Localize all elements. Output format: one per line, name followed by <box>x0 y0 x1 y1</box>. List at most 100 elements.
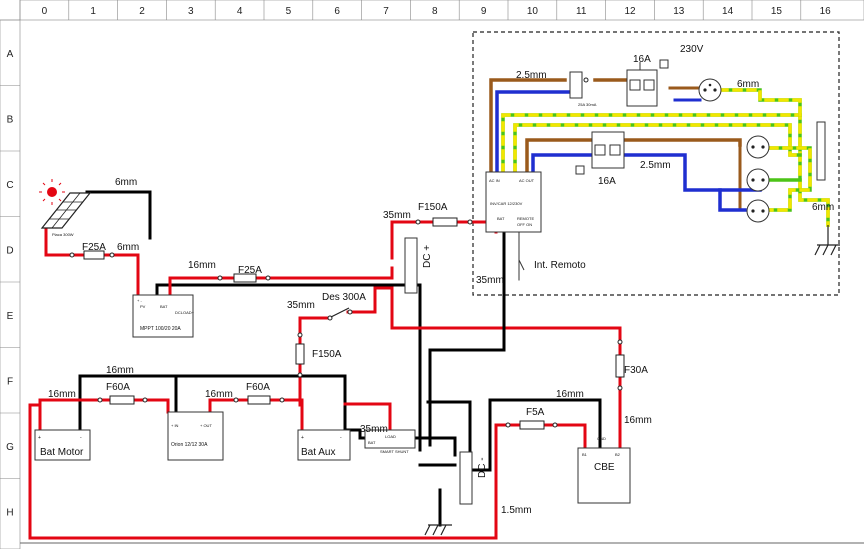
inverter-charger: AC IN AC OUT INV/CAR 12/230V BAT REMOTE … <box>485 171 542 233</box>
fuse-f60a-orion <box>233 395 285 405</box>
breaker-16a-top[interactable] <box>626 59 669 107</box>
row-label: C <box>6 180 13 191</box>
column-label: 9 <box>481 6 487 17</box>
cbe-label: CBE <box>594 462 615 473</box>
ground-symbol-ac <box>814 225 840 256</box>
svg-text:BAT: BAT <box>368 440 376 445</box>
solar-panel: Placa 300W <box>40 192 92 237</box>
ground-symbol-dc <box>424 524 452 536</box>
row-label: F <box>7 376 13 387</box>
svg-text:+ OUT: + OUT <box>200 423 212 428</box>
label-230v: 230V <box>680 44 704 55</box>
earth-busbar <box>816 121 826 181</box>
label-orion-16mm: 16mm <box>205 389 233 400</box>
breaker-16a-bottom[interactable] <box>575 131 625 175</box>
column-label: 8 <box>432 6 438 17</box>
column-ruler <box>19 0 864 21</box>
label-inv-35mm: 35mm <box>383 210 411 221</box>
bat-motor-label: Bat Motor <box>40 447 84 458</box>
wire-phase-out <box>525 138 592 174</box>
label-motor-16mm: 16mm <box>48 389 76 400</box>
wire-solar-negative <box>85 190 152 240</box>
label-f150a-vertical: F150A <box>312 349 342 360</box>
column-label: 11 <box>576 6 587 17</box>
label-cbe-16mm: 16mm <box>556 389 584 400</box>
svg-text:DCLOAD+: DCLOAD+ <box>175 310 195 315</box>
label-ac-2-5mm-a: 2.5mm <box>516 70 547 81</box>
column-label: 3 <box>188 6 194 17</box>
fuse-f150a-inverter <box>415 217 473 227</box>
socket-3 <box>746 199 770 223</box>
wire-cbe-negative <box>468 398 602 472</box>
wire-earth <box>501 88 830 227</box>
disconnect-switch-300a[interactable] <box>327 307 353 321</box>
label-int-remoto: Int. Remoto <box>534 260 586 271</box>
fuse-f25a-solar <box>69 250 115 260</box>
fuse-f150a-vertical <box>295 332 305 378</box>
socket-1 <box>746 135 770 159</box>
wire-dc-minus-a <box>426 400 472 452</box>
wire-mppt-positive <box>168 266 394 297</box>
bat-aux-label: Bat Aux <box>301 447 335 458</box>
svg-text:GND: GND <box>597 436 606 441</box>
wire-switch-positive <box>346 286 394 314</box>
sun-icon <box>39 179 65 205</box>
wire-motor-positive <box>38 398 170 432</box>
battery-aux: + - Bat Aux <box>297 429 351 461</box>
wire-neutral-out <box>531 153 592 174</box>
wire-aux-negative <box>343 423 370 440</box>
fuse-f5a <box>505 420 558 430</box>
label-f25a-mppt: F25A <box>238 265 262 276</box>
label-mppt-16mm: 16mm <box>188 260 216 271</box>
svg-text:+: + <box>301 435 304 441</box>
label-ac-6mm: 6mm <box>737 79 759 90</box>
label-f25a-solar: F25A <box>82 242 106 253</box>
column-label: 12 <box>624 6 636 17</box>
svg-text:-: - <box>80 435 82 441</box>
socket-2 <box>746 168 770 192</box>
label-f30a-16mm: 16mm <box>624 415 652 426</box>
column-label: 10 <box>527 6 539 17</box>
solar-panel-label: Placa 300W <box>52 232 74 237</box>
fuse-f60a-motor <box>97 395 148 405</box>
column-label: 4 <box>237 6 243 17</box>
shunt-title: SMART SHUNT <box>380 449 409 454</box>
remote-switch[interactable] <box>518 259 525 271</box>
label-f60a-motor: F60A <box>106 382 130 393</box>
svg-text:B2: B2 <box>615 452 621 457</box>
wire-neutral-in <box>495 90 572 174</box>
dc-plus-busbar: DC + <box>404 237 433 294</box>
label-solar-6mm: 6mm <box>115 177 137 188</box>
label-cbe-1-5mm: 1.5mm <box>501 505 532 516</box>
svg-text:LOAD: LOAD <box>385 434 396 439</box>
mppt-controller: + - PV BAT DCLOAD+ MPPT 100/20 20A <box>132 294 195 338</box>
wire-cbe-positive-loop <box>28 403 587 540</box>
row-label: G <box>6 442 14 453</box>
label-bus-16mm: 16mm <box>106 365 134 376</box>
ac-enclosure <box>472 31 840 296</box>
battery-motor: + - Bat Motor <box>34 429 91 461</box>
column-label: 0 <box>42 6 48 17</box>
label-aux-35mm: 35mm <box>360 424 388 435</box>
column-label: 1 <box>90 6 96 17</box>
svg-text:OFF ON: OFF ON <box>517 222 532 227</box>
row-label: A <box>7 49 14 60</box>
svg-text:AC IN: AC IN <box>489 178 500 183</box>
dc-minus-label: DC - <box>477 457 488 478</box>
wire-phase-sockets <box>623 138 742 147</box>
svg-text:+: + <box>38 435 41 441</box>
row-label: E <box>7 311 14 322</box>
label-ground-6mm: 6mm <box>812 202 834 213</box>
label-breaker-16a-top: 16A <box>633 54 651 65</box>
fuse-f25a-mppt <box>217 273 271 283</box>
column-label: 6 <box>334 6 340 17</box>
label-des-300a: Des 300A <box>322 292 366 303</box>
battery-monitor-shunt: LOAD BAT SMART SHUNT <box>364 429 416 454</box>
label-ac-2-5mm-b: 2.5mm <box>640 160 671 171</box>
column-label: 5 <box>286 6 292 17</box>
column-label: 13 <box>673 6 685 17</box>
label-des-35mm: 35mm <box>287 300 315 311</box>
rcd-breaker[interactable]: 25A 30mA <box>569 71 597 107</box>
svg-text:+ -: + - <box>137 298 142 303</box>
